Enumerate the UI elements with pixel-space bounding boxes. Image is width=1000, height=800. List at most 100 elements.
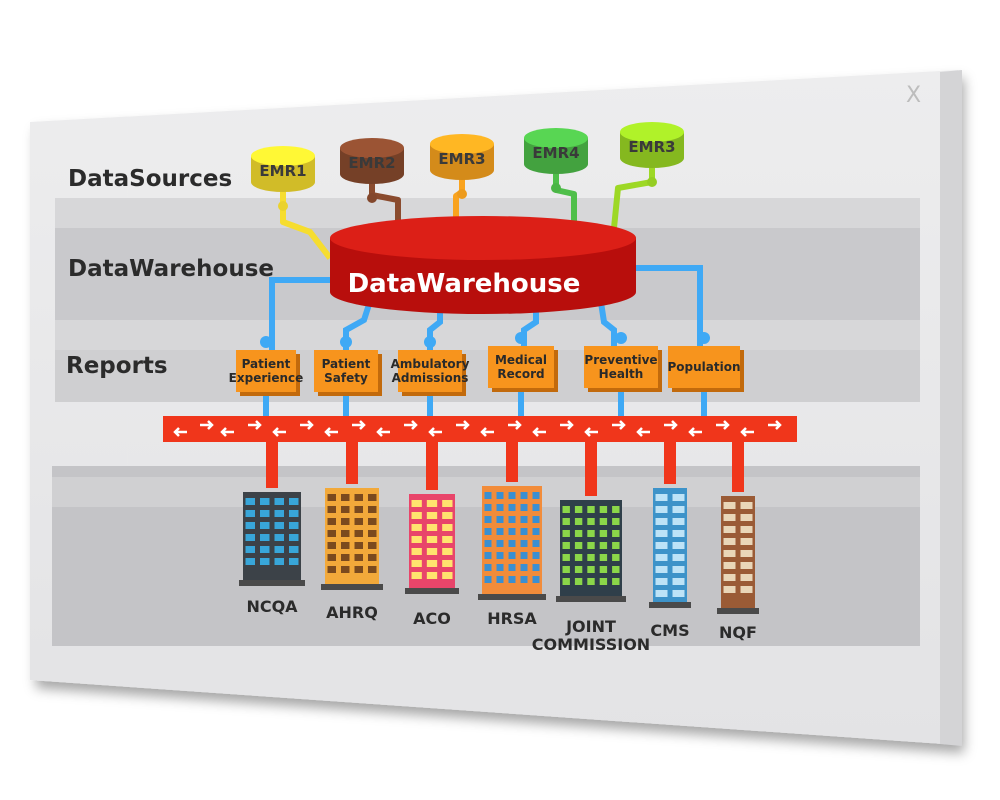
- building-window: [411, 572, 422, 579]
- building-window: [289, 546, 299, 553]
- building-window: [508, 528, 516, 535]
- building-window: [426, 572, 438, 579]
- report-box-face: [236, 350, 296, 392]
- building-window: [368, 530, 377, 537]
- report-junction: [424, 336, 436, 348]
- building-window: [484, 504, 492, 511]
- report-label: Safety: [324, 371, 368, 385]
- building-window: [327, 554, 336, 561]
- building-window: [587, 530, 595, 537]
- report-junction: [515, 332, 527, 344]
- building-window: [496, 528, 504, 535]
- building-window: [368, 566, 377, 573]
- bus-arrow-left: [376, 427, 390, 437]
- building-window: [655, 506, 668, 513]
- building-base: [649, 602, 691, 608]
- building-window: [740, 550, 753, 557]
- building-window: [411, 500, 422, 507]
- org-3[interactable]: ACO: [405, 494, 459, 628]
- report-label: Ambulatory: [391, 357, 470, 371]
- report-label: Patient: [242, 357, 291, 371]
- org-1[interactable]: NCQA: [239, 492, 305, 616]
- building-window: [655, 518, 668, 525]
- building-window: [672, 566, 685, 573]
- org-4[interactable]: HRSA: [478, 486, 546, 628]
- flow-wh-report-6: [636, 265, 703, 350]
- building-window: [740, 502, 753, 509]
- building-window: [368, 554, 377, 561]
- building-window: [289, 558, 299, 565]
- source-top: [620, 122, 684, 142]
- building-window: [723, 514, 736, 521]
- bus-bar: [163, 416, 797, 442]
- building-window: [672, 530, 685, 537]
- bus-arrow-left: [636, 427, 650, 437]
- building-window: [672, 542, 685, 549]
- report-box-6[interactable]: Population: [667, 346, 744, 392]
- building-base: [321, 584, 383, 590]
- report-label: Medical: [495, 353, 547, 367]
- org-label: COMMISSION: [532, 635, 650, 654]
- datawarehouse-label: DataWarehouse: [348, 269, 581, 299]
- building-window: [341, 494, 350, 501]
- source-label: EMR3: [628, 138, 675, 156]
- bus-arrow-left: [428, 427, 442, 437]
- building-window: [245, 510, 255, 517]
- building-window: [587, 554, 595, 561]
- org-label: NQF: [719, 623, 757, 642]
- source-top: [251, 146, 315, 166]
- building-base: [556, 596, 626, 602]
- building-window: [508, 564, 516, 571]
- bus-arrow-right: [300, 420, 314, 430]
- flow-emr5: [611, 166, 655, 229]
- building-window: [672, 494, 685, 501]
- source-junction: [457, 189, 467, 199]
- org-2[interactable]: AHRQ: [321, 488, 383, 622]
- building-window: [520, 528, 528, 535]
- source-body: [524, 138, 588, 174]
- bus-arrow-right: [248, 420, 262, 430]
- building-window: [508, 552, 516, 559]
- org-7[interactable]: NQF: [717, 496, 759, 642]
- building-window: [411, 560, 422, 567]
- org-label: HRSA: [487, 609, 537, 628]
- building-window: [599, 518, 608, 525]
- report-junction: [260, 336, 272, 348]
- building-window: [354, 554, 363, 561]
- source-top: [340, 138, 404, 158]
- org-6[interactable]: CMS: [649, 488, 691, 640]
- source-emr-2: EMR2: [340, 138, 404, 203]
- building-window: [672, 506, 685, 513]
- reports: PatientExperiencePatientSafetyAmbulatory…: [229, 346, 744, 396]
- report-box-face: [314, 350, 378, 392]
- building-window: [426, 536, 438, 543]
- building-window: [520, 492, 528, 499]
- building-window: [740, 526, 753, 533]
- building-window: [672, 518, 685, 525]
- building-window: [496, 504, 504, 511]
- building-window: [562, 506, 570, 513]
- building-window: [289, 534, 299, 541]
- building-window: [260, 534, 270, 541]
- close-button[interactable]: X: [906, 83, 921, 108]
- report-label: Health: [599, 367, 644, 381]
- building-window: [508, 492, 516, 499]
- bus-arrow-right: [664, 420, 678, 430]
- building-window: [354, 506, 363, 513]
- building-window: [655, 530, 668, 537]
- building-base: [717, 608, 759, 614]
- lane-title-datasources: DataSources: [68, 166, 232, 192]
- building-window: [245, 498, 255, 505]
- building-window: [274, 534, 284, 541]
- bus-arrow-right: [508, 420, 522, 430]
- org-stem: [732, 442, 744, 492]
- building-window: [740, 586, 753, 593]
